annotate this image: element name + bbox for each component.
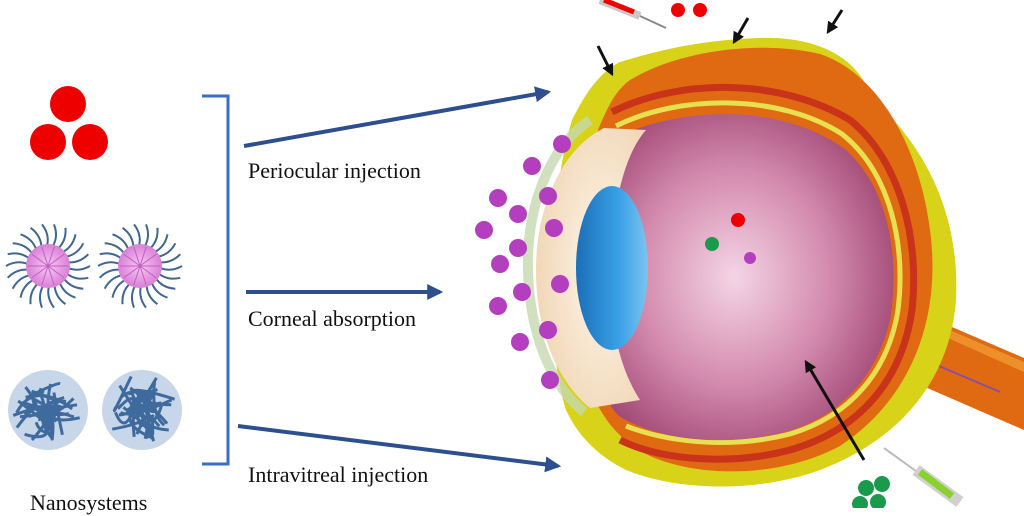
purple-particle [551, 275, 569, 293]
purple-particle [539, 321, 557, 339]
polymer-particle [8, 370, 88, 450]
purple-particle [539, 187, 557, 205]
micelle [5, 223, 91, 309]
red-particle-top [693, 3, 707, 17]
purple-particle [509, 239, 527, 257]
corneal-label: Corneal absorption [248, 306, 417, 331]
polymer-particle [102, 370, 182, 450]
intravitreal-arrow [237, 424, 562, 473]
purple-particle [523, 157, 541, 175]
polymeric-nanoparticles [8, 370, 182, 450]
purple-particle-inner [744, 252, 756, 264]
purple-particle [475, 221, 493, 239]
purple-particle [509, 205, 527, 223]
intravitreal-needle [804, 359, 866, 461]
vitreous-body [603, 114, 894, 441]
syringe-icon [598, 0, 667, 29]
green-nanoparticle-cluster [852, 476, 890, 508]
purple-particle [491, 255, 509, 273]
green-particle-inner [705, 237, 719, 251]
purple-particle [489, 189, 507, 207]
nanosystems-label: Nanosystems [30, 490, 148, 515]
syringe-icon [883, 447, 964, 507]
purple-particle [553, 135, 571, 153]
intravitreal-label: Intravitreal injection [248, 462, 429, 487]
micelle [97, 223, 183, 309]
purple-nanoparticles [475, 135, 571, 389]
purple-particle [545, 219, 563, 237]
micelle-nanosystems [5, 223, 183, 309]
purple-particle [541, 371, 559, 389]
purple-particle [489, 297, 507, 315]
periocular-marker [596, 45, 614, 77]
purple-particle [513, 283, 531, 301]
periocular-arrow [243, 86, 552, 148]
periocular-marker [826, 9, 844, 35]
bracket [202, 94, 230, 466]
periocular-label: Periocular injection [248, 158, 421, 183]
lens [576, 186, 648, 350]
red-nanoparticle-cluster [30, 86, 108, 160]
retina [610, 83, 918, 463]
red-particle-inner [731, 213, 745, 227]
eye-cross-section [522, 37, 1024, 487]
red-particle-top [671, 3, 685, 17]
purple-particle [511, 333, 529, 351]
periocular-marker [732, 17, 750, 45]
